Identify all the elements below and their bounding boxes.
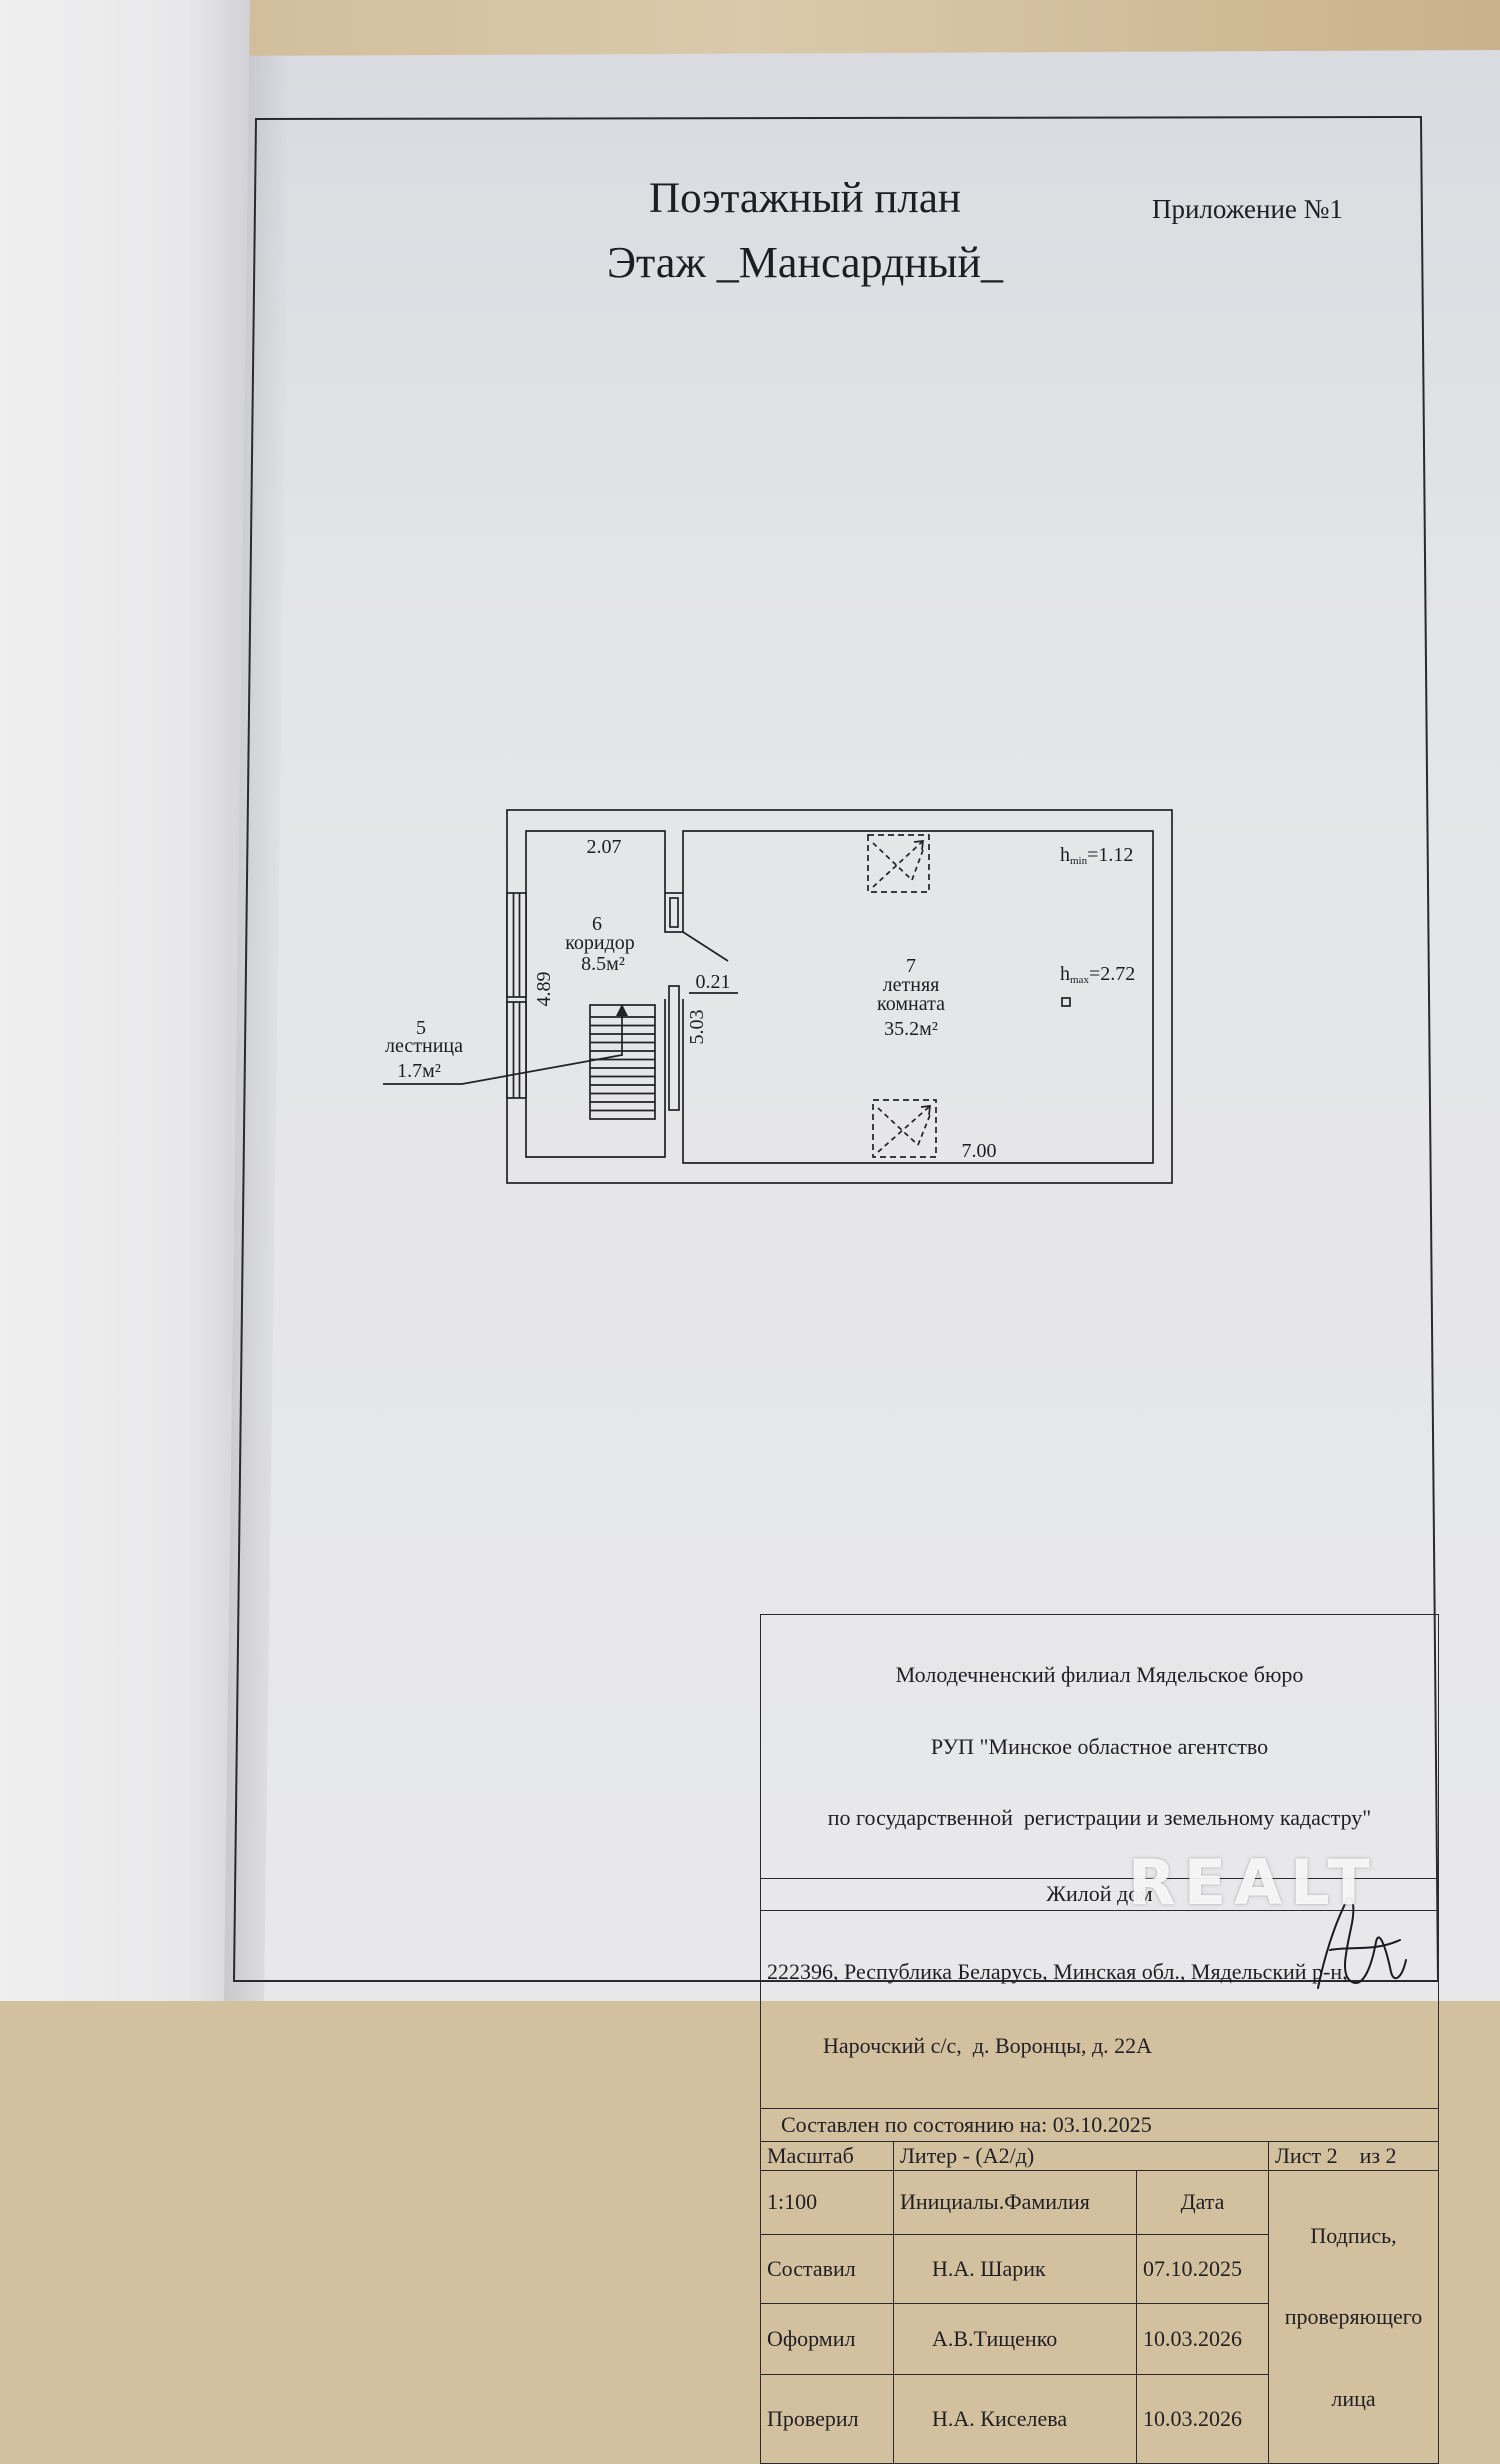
- room-area: 35.2м²: [884, 1018, 938, 1040]
- corridor-length-label: 4.89: [533, 972, 555, 1007]
- name-header: Инициалы.Фамилия: [893, 2169, 1137, 2236]
- appendix-label: Приложение №1: [1152, 194, 1343, 224]
- skylight-bottom: [872, 1099, 937, 1158]
- signatory-date: 07.10.2025: [1136, 2234, 1269, 2305]
- room-name-line-2: комната: [877, 993, 945, 1015]
- signature-header-line-2: проверяющего: [1284, 2304, 1423, 2330]
- status-row: Составлен по состоянию на: 03.10.2025: [759, 2107, 1440, 2142]
- offset-label: 0.21: [696, 971, 731, 993]
- stair-area: 1.7м²: [397, 1060, 441, 1082]
- height-marker: [1061, 997, 1071, 1007]
- room-number: 7: [906, 955, 916, 977]
- address-line-1: 222396, Республика Беларусь, Минская обл…: [767, 1958, 1348, 1984]
- floor-label: Этаж _Мансардный_: [607, 238, 1003, 287]
- room-width-label: 7.00: [962, 1140, 997, 1162]
- signatory-role: Проверил: [760, 2374, 894, 2464]
- organization-line-3: по государственной регистрации и земельн…: [827, 1805, 1372, 1831]
- signatory-role: Составил: [760, 2234, 894, 2305]
- height-min-subscript: min: [1070, 855, 1088, 867]
- signatory-date: 10.03.2026: [1136, 2374, 1269, 2464]
- title-block: Молодечненский филиал Мядельское бюро РУ…: [759, 1614, 1440, 2464]
- ceiling-height-min: hmin=1.12: [1060, 844, 1133, 867]
- height-max-symbol: h: [1060, 963, 1070, 985]
- scale-label: Масштаб: [760, 2140, 894, 2171]
- watermark-logo: REALT: [1128, 1846, 1378, 1919]
- main-page: [204, 50, 1500, 2001]
- skylight-top: [867, 834, 930, 893]
- stair-leader-line: [383, 1054, 623, 1085]
- date-header: Дата: [1136, 2169, 1269, 2236]
- scale-row: Масштаб Литер - (А2/д) Лист 2 из 2: [760, 2140, 1440, 2171]
- handwritten-signature: [1317, 1896, 1407, 1989]
- room-name-line-1: летняя: [883, 974, 940, 996]
- object-type: Жилой дом: [759, 1877, 1440, 1911]
- object-row: Жилой дом: [759, 1877, 1440, 1911]
- organization-row: Молодечненский филиал Мядельское бюро РУ…: [759, 1614, 1440, 1879]
- height-max-subscript: max: [1070, 974, 1089, 986]
- stair-name: лестница: [385, 1035, 463, 1057]
- signatory-name: А.В.Тищенко: [893, 2303, 1137, 2376]
- partition-length-label: 5.03: [686, 1010, 708, 1045]
- survey-status: Составлен по состоянию на: 03.10.2025: [759, 2107, 1440, 2142]
- corridor-number: 6: [592, 913, 602, 935]
- organization-line-1: Молодечненский филиал Мядельское бюро: [895, 1662, 1304, 1688]
- scale-value: 1:100: [760, 2169, 894, 2236]
- window-left-lower: [506, 1001, 527, 1099]
- header-row: 1:100 Инициалы.Фамилия Дата Подпись, про…: [760, 2169, 1440, 2464]
- signature-header-line-3: лица: [1331, 2385, 1376, 2411]
- window-left-upper: [506, 892, 527, 998]
- liter-label: Литер - (А2/д): [893, 2140, 1269, 2171]
- organization-cell: Молодечненский филиал Мядельское бюро РУ…: [759, 1614, 1440, 1879]
- height-max-value: =2.72: [1089, 963, 1135, 985]
- height-min-symbol: h: [1060, 844, 1070, 866]
- organization-line-2: РУП "Минское областное агентство: [930, 1733, 1269, 1759]
- partition-lower: [668, 985, 680, 1111]
- stair-number: 5: [416, 1017, 426, 1039]
- sheet-label: Лист 2 из 2: [1267, 2140, 1440, 2171]
- stair-arrow-head: [616, 1004, 628, 1016]
- corridor-width-label: 2.07: [587, 836, 622, 858]
- staircase: [589, 1004, 656, 1120]
- signature-cell: Подпись, проверяющего лица: [1267, 2169, 1440, 2464]
- door-jamb: [664, 892, 684, 933]
- address-line-2: Нарочский с/с, д. Воронцы, д. 22А: [823, 2033, 1153, 2059]
- corridor-name: коридор: [565, 932, 635, 954]
- signatory-name: Н.А. Киселева: [893, 2374, 1137, 2464]
- room-inner-wall: [682, 830, 1154, 1164]
- signatory-name: Н.А. Шарик: [893, 2234, 1137, 2305]
- spine-shadow: [220, 56, 290, 2001]
- document-photo: 2.07 4.89 0.21 5.03 7.00 5 лестница 1.7м…: [0, 0, 1500, 2001]
- left-page: [0, 0, 250, 2001]
- ceiling-height-max: hmax=2.72: [1060, 963, 1135, 986]
- signatory-role: Оформил: [760, 2303, 894, 2376]
- page-title: Поэтажный план: [649, 175, 961, 222]
- corridor-area: 8.5м²: [581, 953, 625, 975]
- signatory-date: 10.03.2026: [1136, 2303, 1269, 2376]
- signature-header-line-1: Подпись,: [1310, 2223, 1397, 2248]
- door-swing: [682, 931, 729, 962]
- floor-plan: 2.07 4.89 0.21 5.03 7.00 5 лестница 1.7м…: [383, 809, 1173, 1184]
- height-min-value: =1.12: [1087, 844, 1133, 866]
